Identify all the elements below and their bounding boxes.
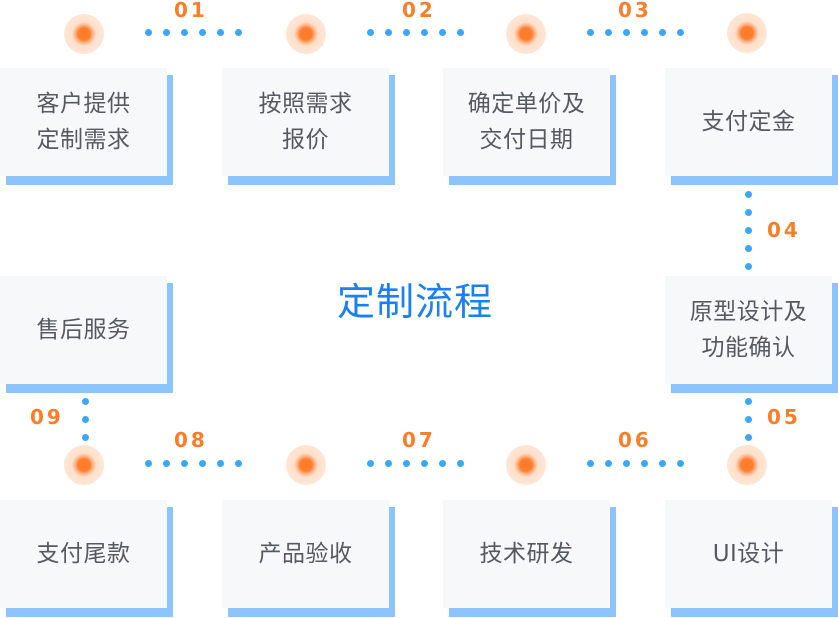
step-label: 售后服务 [37,312,131,348]
step-box-1: 客户提供 定制需求 [0,68,173,185]
step-label: 确定单价及 交付日期 [468,86,586,158]
connector-dot-09 [81,415,89,423]
connector-dot-09 [81,397,89,405]
connector-dot-01 [144,28,152,36]
step-label: 按照需求 报价 [259,86,353,158]
connector-label-02: 02 [402,0,436,22]
connector-dot-04 [744,208,752,216]
step-label: 支付定金 [702,104,796,140]
step-label-line: 技术研发 [479,541,574,567]
step-label: 技术研发 [480,536,574,572]
step-box-10: 售后服务 [0,276,173,393]
step-label-line: 确定单价及 [467,91,586,117]
connector-dot-07 [438,459,446,467]
connector-dot-02 [438,28,446,36]
connector-dot-01 [198,28,206,36]
connector-label-03: 03 [618,0,652,22]
step-label-line: 报价 [282,127,329,153]
page-title: 定制流程 [336,280,493,324]
step-label-line: 交付日期 [479,127,574,153]
connector-dot-03 [622,28,630,36]
node-step-2 [286,14,326,54]
step-box-9: 支付尾款 [0,500,173,617]
node-step-1 [64,14,104,54]
step-label: 产品验收 [259,536,353,572]
connector-dot-06 [622,459,630,467]
connector-dot-06 [658,459,666,467]
connector-dot-02 [456,28,464,36]
connector-dot-04 [744,262,752,270]
connector-label-05: 05 [767,405,801,429]
connector-dot-02 [420,28,428,36]
step-box-8: 产品验收 [222,500,395,617]
connector-dot-08 [180,459,188,467]
step-box-7: 技术研发 [443,500,616,617]
connector-dot-07 [420,459,428,467]
connector-label-07: 07 [402,428,436,452]
step-box-2: 按照需求 报价 [222,68,395,185]
connector-dot-03 [604,28,612,36]
connector-dot-04 [744,226,752,234]
step-label-line: 产品验收 [258,541,353,567]
connector-dot-08 [234,459,242,467]
connector-dot-02 [366,28,374,36]
node-step-8 [286,445,326,485]
connector-dot-02 [384,28,392,36]
connector-dot-05 [744,433,752,441]
connector-dot-07 [402,459,410,467]
connector-label-06: 06 [618,428,652,452]
step-label-line: 客户提供 [36,91,131,117]
connector-label-09: 09 [30,405,64,429]
connector-dot-06 [640,459,648,467]
step-label: 支付尾款 [37,536,131,572]
connector-dot-08 [198,459,206,467]
node-step-7 [506,445,546,485]
connector-dot-01 [216,28,224,36]
connector-label-04: 04 [767,218,801,242]
connector-label-08: 08 [174,428,208,452]
step-label-line: 支付尾款 [36,541,131,567]
node-step-6 [727,445,767,485]
connector-dot-08 [144,459,152,467]
connector-dot-03 [676,28,684,36]
connector-dot-06 [676,459,684,467]
connector-dot-08 [216,459,224,467]
node-step-9 [64,445,104,485]
connector-dot-03 [640,28,648,36]
connector-dot-06 [604,459,612,467]
connector-dot-04 [744,190,752,198]
connector-dot-05 [744,397,752,405]
step-box-5: 原型设计及 功能确认 [665,276,838,393]
connector-label-01: 01 [174,0,208,22]
step-label-line: 定制需求 [36,127,131,153]
step-label-line: 功能确认 [701,335,796,361]
step-box-6: UI设计 [665,500,838,617]
step-label: UI设计 [713,536,785,572]
step-box-3: 确定单价及 交付日期 [443,68,616,185]
connector-dot-07 [456,459,464,467]
connector-dot-07 [366,459,374,467]
step-box-4: 支付定金 [665,68,838,185]
connector-dot-05 [744,415,752,423]
step-label-line: 售后服务 [36,317,131,343]
connector-dot-08 [162,459,170,467]
node-step-3 [506,14,546,54]
connector-dot-03 [586,28,594,36]
step-label-line: 原型设计及 [689,299,808,325]
step-label-line: 支付定金 [701,109,796,135]
step-label: 原型设计及 功能确认 [690,294,808,366]
connector-dot-04 [744,244,752,252]
connector-dot-01 [234,28,242,36]
step-label-line: UI设计 [712,541,785,567]
connector-dot-06 [586,459,594,467]
step-label: 客户提供 定制需求 [37,86,131,158]
step-label-line: 按照需求 [258,91,353,117]
node-step-4 [727,13,767,53]
connector-dot-01 [162,28,170,36]
connector-dot-09 [81,433,89,441]
connector-dot-02 [402,28,410,36]
connector-dot-07 [384,459,392,467]
connector-dot-01 [180,28,188,36]
connector-dot-03 [658,28,666,36]
